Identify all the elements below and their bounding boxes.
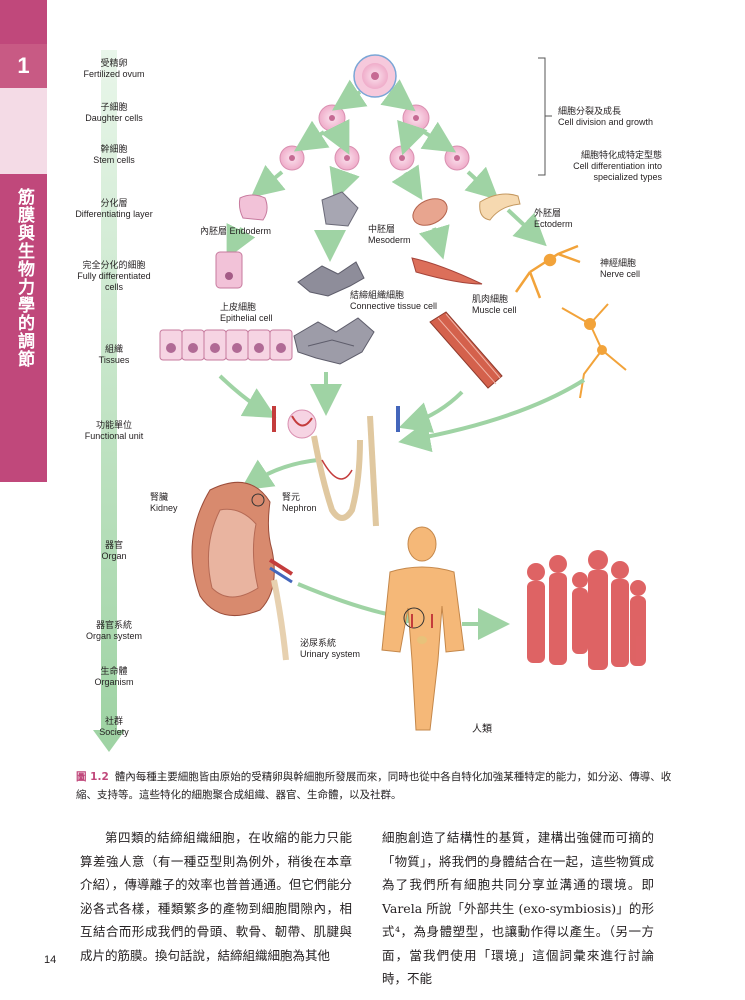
muscle-cell [411, 257, 483, 285]
layer-arrows [226, 208, 547, 262]
bracket [538, 57, 552, 176]
chapter-tab-top [0, 0, 47, 44]
kidney [191, 481, 294, 661]
tissue-arrows [218, 372, 586, 640]
differentiating-cells [238, 191, 521, 227]
connective-cell [297, 261, 365, 297]
nerve-cell [514, 244, 581, 299]
chapter-number: 1 [0, 44, 47, 88]
nerve-tissue [561, 303, 627, 399]
page-number: 14 [44, 954, 57, 966]
fertilized-ovum [353, 54, 397, 98]
caption-text: 體內每種主要細胞皆由原始的受精卵與幹細胞所發展而來，同時也從中各自特化加強某種特… [76, 771, 672, 801]
division-arrows [250, 79, 499, 202]
nephron [272, 406, 400, 527]
figure-illustration [93, 50, 646, 752]
society-group [527, 550, 646, 670]
chapter-title-tab: 筋膜與生物力學的調節 [0, 174, 47, 482]
label-human: 人類 [472, 724, 492, 735]
muscle-tissue [429, 311, 503, 389]
body-text-left: 第四類的結締組織細胞，在收縮的能力只能算差強人意（有一種亞型則為例外，稍後在本章… [80, 830, 352, 963]
human-figure [381, 526, 465, 731]
caption-number: 圖 1.2 [76, 771, 109, 783]
level-arrow [93, 50, 125, 752]
daughter-cells [318, 104, 430, 132]
chapter-title: 筋膜與生物力學的調節 [14, 188, 34, 368]
epithelial-tissue [159, 329, 293, 361]
chapter-tab-gap [0, 88, 47, 174]
epithelial-cell [215, 251, 243, 289]
stem-cells [279, 145, 470, 171]
connective-tissue [293, 317, 375, 365]
label-endoderm: 內胚層 Endoderm [200, 226, 272, 236]
body-text-right: 細胞創造了結構性的基質，建構出強健而可摘的「物質」，將我們的身體結合在一起，這些… [382, 830, 654, 986]
